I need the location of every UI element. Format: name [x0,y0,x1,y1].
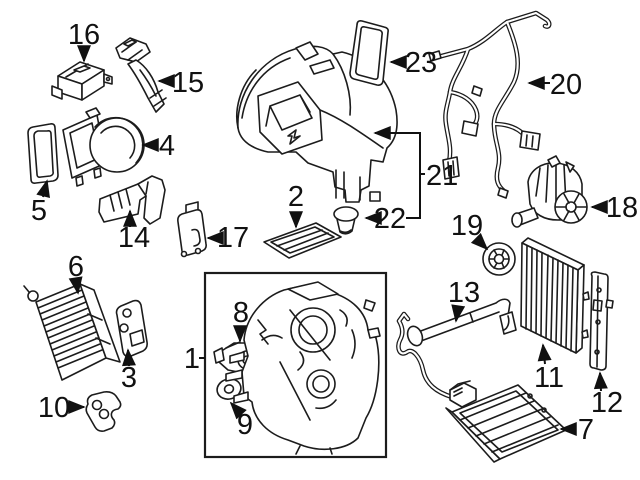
callout-14[interactable]: 14 [118,209,150,254]
callout-label-19[interactable]: 19 [451,210,483,242]
callout-1[interactable]: 1 [184,343,205,375]
part-22-grommet-drawing [333,206,359,235]
callout-3[interactable]: 3 [121,348,137,394]
part-5-seal-drawing [27,123,59,184]
callout-18[interactable]: 18 [590,192,638,224]
part-3-bracket-drawing [115,299,148,358]
callout-22[interactable]: 22 [364,203,406,235]
part-6-heater-core-drawing [23,283,121,381]
callout-label-12[interactable]: 12 [591,387,623,419]
part-18-blower-motor-drawing [511,155,588,228]
callout-label-4[interactable]: 4 [159,130,175,162]
part-4-blower-assembly-drawing [62,107,145,187]
part-11-filter-drawing [520,237,585,354]
callout-label-10[interactable]: 10 [38,392,70,424]
callout-17[interactable]: 17 [206,222,249,254]
callout-label-16[interactable]: 16 [68,19,100,51]
callout-19[interactable]: 19 [451,210,489,251]
callout-label-22[interactable]: 22 [374,203,406,235]
callout-label-21[interactable]: 21 [426,160,458,192]
part-2-filter-cover-drawing [263,222,342,259]
part-21-air-intake-housing-drawing [236,41,398,203]
part-17-actuator-drawing [177,201,207,258]
callout-23[interactable]: 23 [389,47,437,79]
callout-label-11[interactable]: 11 [534,362,564,394]
callout-label-17[interactable]: 17 [217,222,249,254]
part-23-seal-drawing [349,20,389,86]
part-20-wiring-harness-drawing [428,13,549,199]
callout-label-8[interactable]: 8 [233,297,249,329]
callout-11[interactable]: 11 [534,343,564,394]
callout-13[interactable]: 13 [448,277,480,323]
callout-9[interactable]: 9 [229,401,253,441]
callout-4[interactable]: 4 [141,130,175,162]
part-12-bracket-rail-drawing [581,271,614,371]
callout-label-2[interactable]: 2 [288,181,304,213]
callout-5[interactable]: 5 [31,179,50,227]
part-15-sensor-drawing [115,37,167,113]
part-1-hvac-case-drawing [225,281,381,455]
callout-label-14[interactable]: 14 [118,222,150,254]
callout-6[interactable]: 6 [68,251,84,295]
callout-label-20[interactable]: 20 [550,69,582,101]
callout-21[interactable]: 21 [373,126,458,219]
callout-label-1[interactable]: 1 [184,343,200,375]
part-10-bracket-drawing [85,391,122,432]
callout-label-3[interactable]: 3 [121,362,137,394]
callout-15[interactable]: 15 [157,67,204,99]
callout-label-13[interactable]: 13 [448,277,480,309]
callout-2[interactable]: 2 [288,181,304,229]
part-16-control-module-drawing [51,61,113,101]
part-1-assembly-box [203,271,388,459]
callout-label-5[interactable]: 5 [31,195,47,227]
part-14-bracket-drawing [98,175,166,225]
part-19-cap-drawing [482,242,516,276]
callout-8[interactable]: 8 [233,297,249,343]
callout-label-9[interactable]: 9 [237,409,253,441]
part-7-auxiliary-heater-drawing [398,314,567,463]
callout-12[interactable]: 12 [591,371,623,419]
callout-label-7[interactable]: 7 [578,414,594,446]
callout-20[interactable]: 20 [527,69,582,101]
callout-16[interactable]: 16 [68,19,100,63]
callout-label-15[interactable]: 15 [172,67,204,99]
callout-10[interactable]: 10 [38,392,86,424]
callout-label-6[interactable]: 6 [68,251,84,283]
callout-7[interactable]: 7 [559,414,594,446]
callout-label-18[interactable]: 18 [606,192,638,224]
callout-label-23[interactable]: 23 [405,47,437,79]
